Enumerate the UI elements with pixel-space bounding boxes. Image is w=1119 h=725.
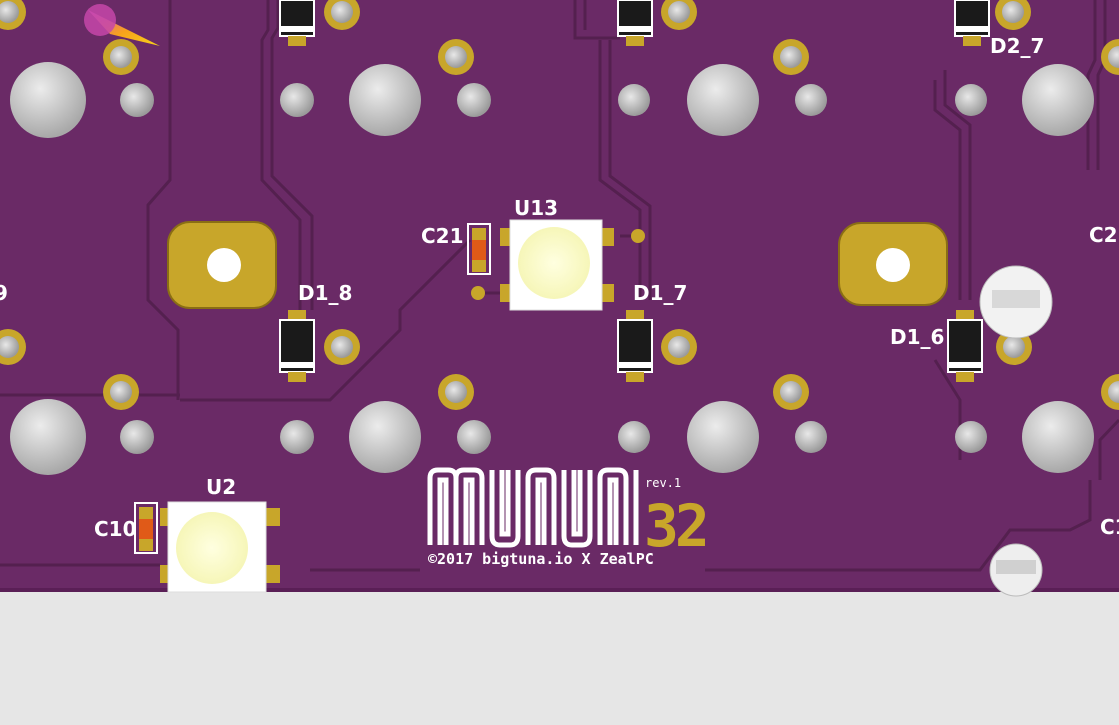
diode-d1-8	[279, 310, 315, 382]
diode-top-2	[617, 0, 653, 46]
led-u2	[160, 501, 280, 593]
label-d1-7: D1_7	[633, 281, 687, 305]
through-hole-rings	[0, 0, 1119, 410]
label-c21: C21	[421, 224, 464, 248]
edge-component-dome	[989, 543, 1043, 597]
switch-holes	[10, 62, 1094, 475]
led-u13	[471, 219, 645, 311]
capacitor-c21	[467, 223, 491, 275]
diode-d2-7	[954, 0, 990, 46]
board-edge	[0, 588, 1119, 592]
logo-revision: rev.1	[645, 476, 681, 490]
diode-top-1	[279, 0, 315, 46]
label-edge-left: 9	[0, 281, 8, 305]
switch-pins	[120, 83, 987, 454]
logo-number: 32	[644, 492, 706, 560]
flame-marker-icon	[84, 4, 160, 46]
label-d2-7: D2_7	[990, 34, 1044, 58]
capacitor-c10	[134, 502, 158, 554]
mounting-pad-left	[167, 221, 277, 309]
board-logo	[427, 467, 639, 548]
label-d1-8: D1_8	[298, 281, 352, 305]
label-d1-6: D1_6	[890, 325, 944, 349]
label-c10: C10	[94, 517, 137, 541]
logo-credit: ©2017 bigtuna.io X ZealPC	[428, 550, 654, 568]
label-c2x: C2	[1089, 223, 1118, 247]
label-c1x: C1	[1100, 515, 1119, 539]
label-u2: U2	[206, 475, 236, 499]
diode-d1-7	[617, 310, 653, 382]
copper-traces	[0, 0, 1119, 572]
diode-d1-6	[947, 310, 983, 382]
mounting-pad-right	[838, 222, 948, 306]
label-u13: U13	[514, 196, 558, 220]
reset-switch-dome	[979, 265, 1053, 339]
